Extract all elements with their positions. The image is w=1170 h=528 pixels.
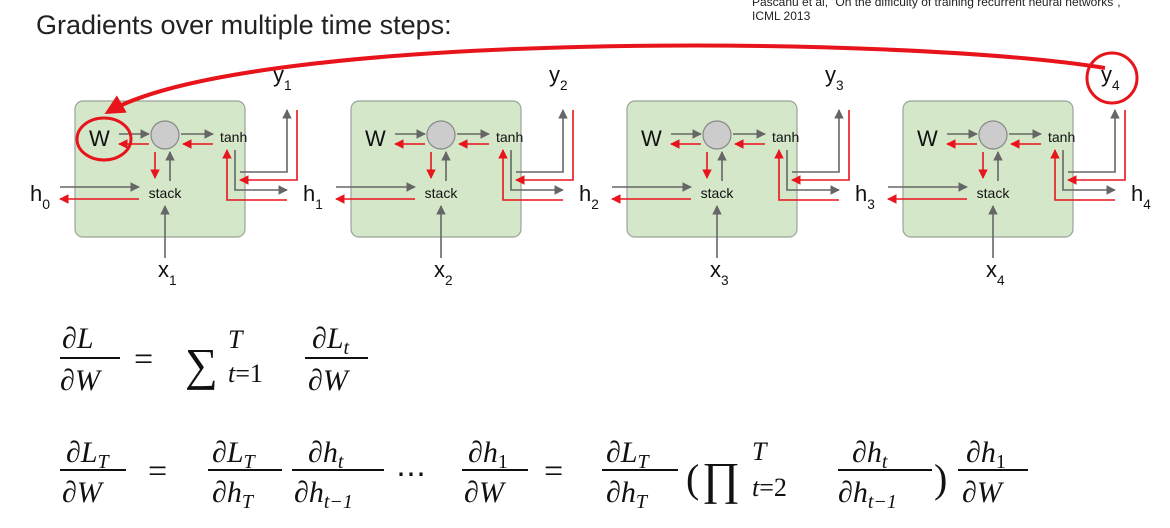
stack-label: stack	[425, 185, 459, 201]
stack-label: stack	[977, 185, 1011, 201]
rnn-cell	[902, 100, 1074, 238]
svg-text:T: T	[228, 325, 244, 354]
y-label: y3	[825, 62, 844, 93]
stack-label: stack	[701, 185, 735, 201]
y-label: y1	[273, 62, 292, 93]
x-label: x3	[710, 257, 729, 288]
forward-arrow	[792, 109, 844, 173]
gradient-arrow	[498, 149, 563, 201]
forward-arrow	[240, 109, 292, 173]
h-label: h3	[855, 181, 875, 212]
weight-label: W	[917, 126, 938, 151]
rnn-cell	[74, 100, 246, 238]
svg-text:∂LT: ∂LT	[606, 436, 651, 473]
svg-text:∂W: ∂W	[60, 364, 103, 397]
svg-text:∂LT: ∂LT	[212, 436, 257, 473]
h-label: h4	[1131, 181, 1151, 212]
forward-arrow	[1062, 150, 1116, 195]
svg-text:∂LT: ∂LT	[66, 436, 111, 473]
citation-line-1: Pascanu et al, “On the difficulty of tra…	[752, 0, 1121, 9]
gradient-arrow	[774, 149, 839, 201]
node-circle	[426, 120, 456, 150]
h-label: h1	[303, 181, 323, 212]
tanh-label: tanh	[220, 129, 247, 145]
svg-text:∂hT: ∂hT	[212, 476, 255, 513]
svg-text:∑: ∑	[185, 339, 218, 390]
weight-label: W	[89, 126, 110, 151]
svg-text:∂hT: ∂hT	[606, 476, 649, 513]
x-label: x1	[158, 257, 177, 288]
long-gradient-arc	[104, 43, 1106, 114]
node-circle	[978, 120, 1008, 150]
weight-label: W	[641, 126, 662, 151]
svg-text:∂W: ∂W	[62, 476, 105, 509]
svg-text:t=1: t=1	[228, 359, 263, 388]
forward-arrow	[786, 150, 840, 195]
svg-text:=: =	[148, 453, 167, 490]
svg-text:⋯: ⋯	[396, 458, 426, 491]
svg-text:∂W: ∂W	[308, 364, 351, 397]
svg-text:∂W: ∂W	[464, 476, 507, 509]
svg-text:∂Lt: ∂Lt	[312, 322, 350, 359]
x-label: x2	[434, 257, 453, 288]
svg-text:∂ht: ∂ht	[308, 436, 344, 473]
stack-label: stack	[149, 185, 183, 201]
h-label: h2	[579, 181, 599, 212]
svg-text:=: =	[544, 453, 563, 490]
tanh-label: tanh	[772, 129, 799, 145]
svg-text:T: T	[752, 437, 768, 466]
y4-highlight-circle	[1085, 51, 1139, 105]
forward-arrow	[510, 150, 564, 195]
w1-highlight-circle	[75, 116, 133, 162]
citation: Pascanu et al, “On the difficulty of tra…	[752, 0, 1121, 23]
y-label: y4	[1101, 62, 1120, 93]
node-circle	[702, 120, 732, 150]
rnn-cell	[626, 100, 798, 238]
rnn-cell	[350, 100, 522, 238]
weight-label: W	[365, 126, 386, 151]
node-circle	[150, 120, 180, 150]
svg-text:∂h1: ∂h1	[966, 436, 1006, 473]
svg-text:∂ht: ∂ht	[852, 436, 888, 473]
equation-1: ∂L ∂W = ∑ T t=1 ∂Lt ∂W	[60, 322, 368, 397]
gradient-arrow	[1050, 149, 1115, 201]
equation-2: ∂LT ∂W = ∂LT ∂hT ∂ht ∂ht−1 ⋯ ∂h1 ∂W = ∂L…	[60, 436, 1028, 513]
gradient-arrow	[239, 110, 298, 185]
gradient-arrow	[1067, 110, 1126, 185]
gradient-arrow	[222, 149, 287, 201]
svg-text:(: (	[686, 456, 699, 501]
svg-text:∂ht−1: ∂ht−1	[294, 476, 353, 513]
svg-text:∂ht−1: ∂ht−1	[838, 476, 897, 513]
svg-text:∂L: ∂L	[62, 322, 94, 355]
tanh-label: tanh	[496, 129, 523, 145]
svg-text:t=2: t=2	[752, 473, 787, 502]
svg-text:∂W: ∂W	[962, 476, 1005, 509]
h0-label: h0	[30, 181, 50, 212]
slide-title: Gradients over multiple time steps:	[36, 10, 452, 40]
x-label: x4	[986, 257, 1005, 288]
svg-text:∏: ∏	[702, 453, 740, 504]
svg-text:): )	[934, 456, 947, 501]
gradient-arrow	[515, 110, 574, 185]
y-label: y2	[549, 62, 568, 93]
svg-text:∂h1: ∂h1	[468, 436, 508, 473]
citation-line-2: ICML 2013	[752, 9, 811, 23]
forward-arrow	[516, 109, 568, 173]
forward-arrow	[234, 150, 288, 195]
svg-text:=: =	[134, 341, 153, 378]
gradient-arrow	[791, 110, 850, 185]
forward-arrow	[1068, 109, 1120, 173]
tanh-label: tanh	[1048, 129, 1075, 145]
